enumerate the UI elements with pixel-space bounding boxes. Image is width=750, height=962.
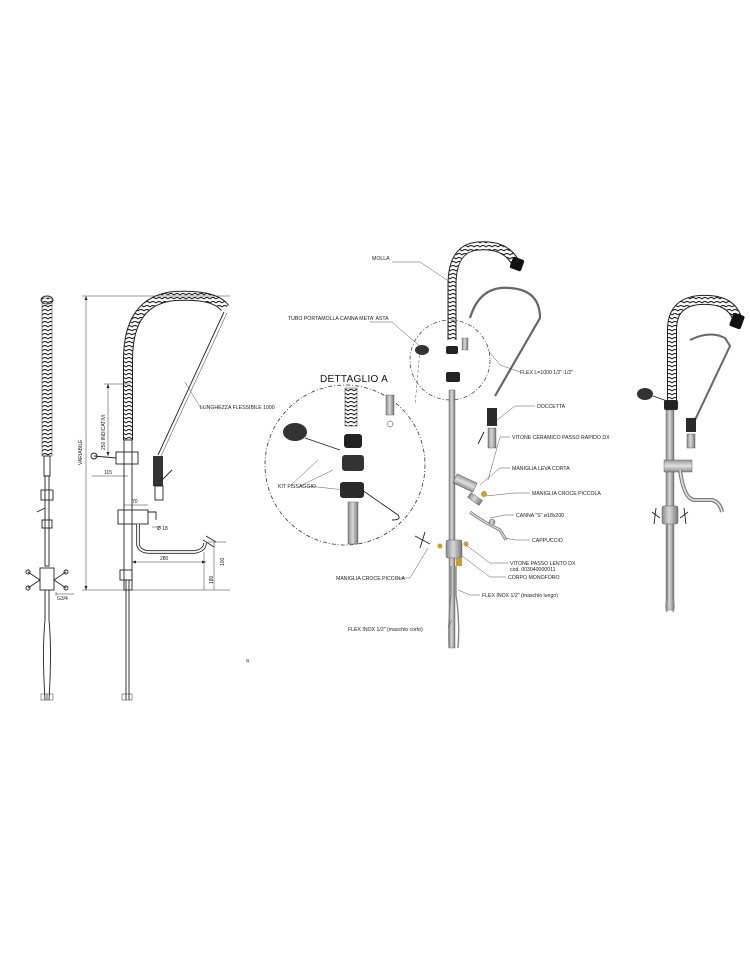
dim-d18: Ø 18 — [157, 526, 168, 532]
label-cappuccio: CAPPUCCIO — [532, 538, 563, 544]
callouts: MOLLA TUBO PORTAMOLLA CANNA META' ASTA F… — [288, 256, 610, 633]
side-view: VARIABILE 250 INDICATIVI 115 70 Ø 18 280… — [78, 290, 275, 701]
label-canna: CANNA "S" ø18x200 — [516, 513, 564, 519]
dim-115: 115 — [104, 470, 112, 476]
dim-280: 280 — [160, 556, 169, 562]
label-maniglia-leva: MANIGLIA LEVA CORTA — [512, 466, 570, 472]
detail-a: DETTAGLIO A KIT FISSAGGIO — [264, 374, 426, 546]
dim-indicativi: 250 INDICATIVI — [101, 415, 107, 450]
detail-title: DETTAGLIO A — [320, 374, 388, 385]
label-tubo: TUBO PORTAMOLLA CANNA META' ASTA — [288, 316, 389, 322]
dim-100: 100 — [220, 557, 226, 566]
label-molla: MOLLA — [372, 256, 390, 262]
label-maniglia-croce-right: MANIGLIA CROCE PICCOLA — [532, 491, 601, 497]
label-doccetta: DOCCETTA — [537, 404, 566, 410]
front-view: G3/4 — [25, 295, 74, 701]
label-corpo: CORPO MONOFORO — [508, 575, 560, 581]
label-maniglia-croce-left: MANIGLIA CROCE PICCOLA — [336, 576, 405, 582]
label-kit-fissaggio: KIT FISSAGGIO — [278, 484, 316, 490]
label-flex-lunghi: FLEX INOX 1/2" (maschio lungo) — [482, 593, 558, 599]
label-vitone-lento: VITONE PASSO LENTO DX — [510, 561, 576, 567]
label-vitone-ceramico: VITONE CERAMICO PASSO RAPIDO DX — [512, 435, 610, 441]
dim-70: 70 — [132, 499, 138, 505]
label-cod: cod. 003040000011 — [510, 567, 556, 573]
page-mark: a — [246, 658, 249, 664]
dim-g34: G3/4 — [57, 596, 68, 602]
dim-variabile: VARIABILE — [78, 439, 84, 465]
label-flex-corti: FLEX INOX 1/2" (maschio corto) — [348, 627, 423, 633]
label-flex-length: LUNGHEZZA FLESSIBILE 1000 — [200, 405, 275, 411]
dim-180: 180 — [209, 575, 215, 584]
label-flex: FLEX L=1000 1/2"-1/2" — [520, 370, 573, 376]
exploded-view — [409, 241, 542, 649]
assembled-view — [637, 294, 745, 613]
